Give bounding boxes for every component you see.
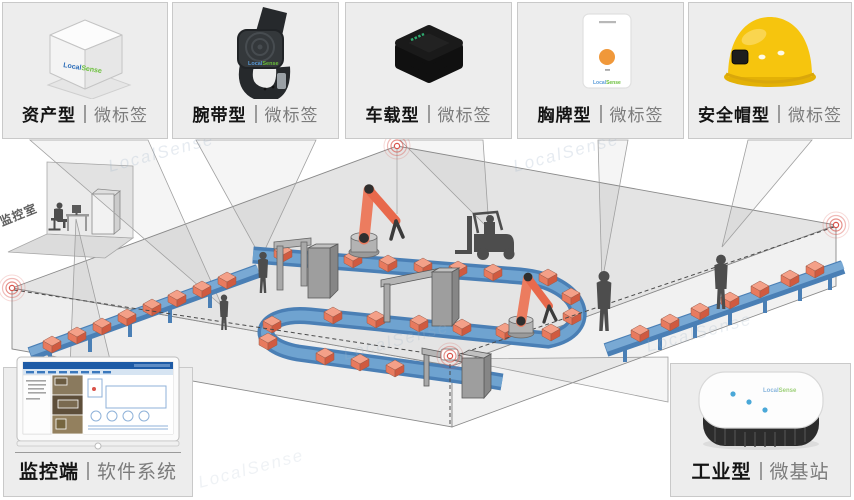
- device-type: 腕带型: [192, 106, 247, 125]
- card-vehicle-tag: 车载型 微标签: [345, 2, 512, 139]
- card-label: 胸牌型 微标签: [538, 101, 664, 138]
- card-label: 腕带型 微标签: [193, 101, 319, 138]
- positioning-perimeter: [13, 226, 835, 426]
- label-divider: [254, 104, 257, 123]
- label-divider: [427, 104, 430, 123]
- anchor-right: [822, 211, 850, 239]
- label-divider: [778, 104, 780, 123]
- device-category: 微标签: [94, 106, 148, 125]
- forklift: [455, 210, 515, 260]
- funnel-wristband: [195, 139, 317, 259]
- operator-desk: [66, 205, 89, 231]
- helmet-mounted-tag: [731, 49, 749, 65]
- funnel-asset: [28, 139, 223, 307]
- anchor-left: [0, 274, 26, 302]
- device-type: 监控端: [18, 462, 79, 483]
- funnel-station: [455, 356, 669, 403]
- seated-operator: [48, 202, 67, 231]
- label-divider: [84, 104, 86, 123]
- device-type: 胸牌型: [537, 106, 592, 125]
- card-base-station: LocalSense 工业型 微基站: [670, 363, 851, 497]
- label-divider: [87, 461, 89, 480]
- robot-arm-1: [348, 184, 405, 258]
- device-logo: LocalSense: [248, 61, 279, 67]
- device-type: 资产型: [22, 106, 76, 125]
- monitor-desk-line: [15, 452, 181, 453]
- card-label: 安全帽型 微标签: [698, 101, 842, 138]
- funnel-badge: [597, 139, 629, 283]
- card-label: 车载型 微标签: [366, 101, 492, 138]
- card-badge-tag: LocalSense 胸牌型 微标签: [517, 2, 684, 139]
- asset-tag-image: LocalSense: [3, 3, 167, 101]
- device-type: 工业型: [691, 462, 752, 483]
- card-asset-tag: LocalSense 资产型 微标签: [2, 2, 168, 139]
- robot-arm-2: [507, 272, 558, 339]
- card-label: 资产型 微标签: [22, 101, 148, 138]
- base-station-image: LocalSense: [671, 362, 850, 457]
- device-category: 微标签: [609, 106, 664, 125]
- server-cabinet: [91, 188, 121, 235]
- wristband-tag-image: LocalSense: [173, 3, 338, 101]
- badge-tag-image: LocalSense: [518, 3, 683, 101]
- device-type: 安全帽型: [698, 106, 770, 125]
- funnel-vehicle: [399, 139, 490, 231]
- device-led-strip: [409, 32, 425, 42]
- label-divider: [599, 104, 602, 123]
- scanner-portal-2: [380, 267, 461, 328]
- card-monitoring-software: 监控端 软件系统: [3, 356, 193, 497]
- card-wristband-tag: LocalSense 腕带型 微标签: [172, 2, 339, 139]
- scanner-portal-1: [273, 237, 312, 291]
- svg-text:LocalSense: LocalSense: [196, 445, 306, 492]
- device-logo: LocalSense: [593, 80, 621, 86]
- anchor-gate: [436, 342, 464, 370]
- device-logo: LocalSense: [63, 62, 103, 75]
- monitoring-room: 监控室: [0, 161, 135, 259]
- vehicle-tag-image: [346, 3, 511, 101]
- software-ui: [22, 361, 174, 435]
- device-category: 微标签: [437, 106, 492, 125]
- device-category: 微基站: [769, 462, 830, 483]
- device-category: 微标签: [788, 106, 842, 125]
- helmet-tag-image: [689, 3, 851, 101]
- funnel-helmet: [721, 139, 813, 248]
- card-helmet-tag: 安全帽型 微标签: [688, 2, 852, 139]
- control-cabinet-1: [307, 243, 339, 299]
- monitoring-screen-image: [4, 356, 192, 452]
- device-category: 微标签: [264, 106, 319, 125]
- device-logo: LocalSense: [763, 388, 797, 394]
- card-label: 工业型 微基站: [691, 457, 829, 496]
- label-divider: [759, 461, 762, 480]
- device-type: 车载型: [365, 106, 420, 125]
- card-label: 监控端 软件系统: [19, 457, 177, 496]
- device-category: 软件系统: [97, 462, 178, 483]
- room-label: 监控室: [0, 200, 39, 229]
